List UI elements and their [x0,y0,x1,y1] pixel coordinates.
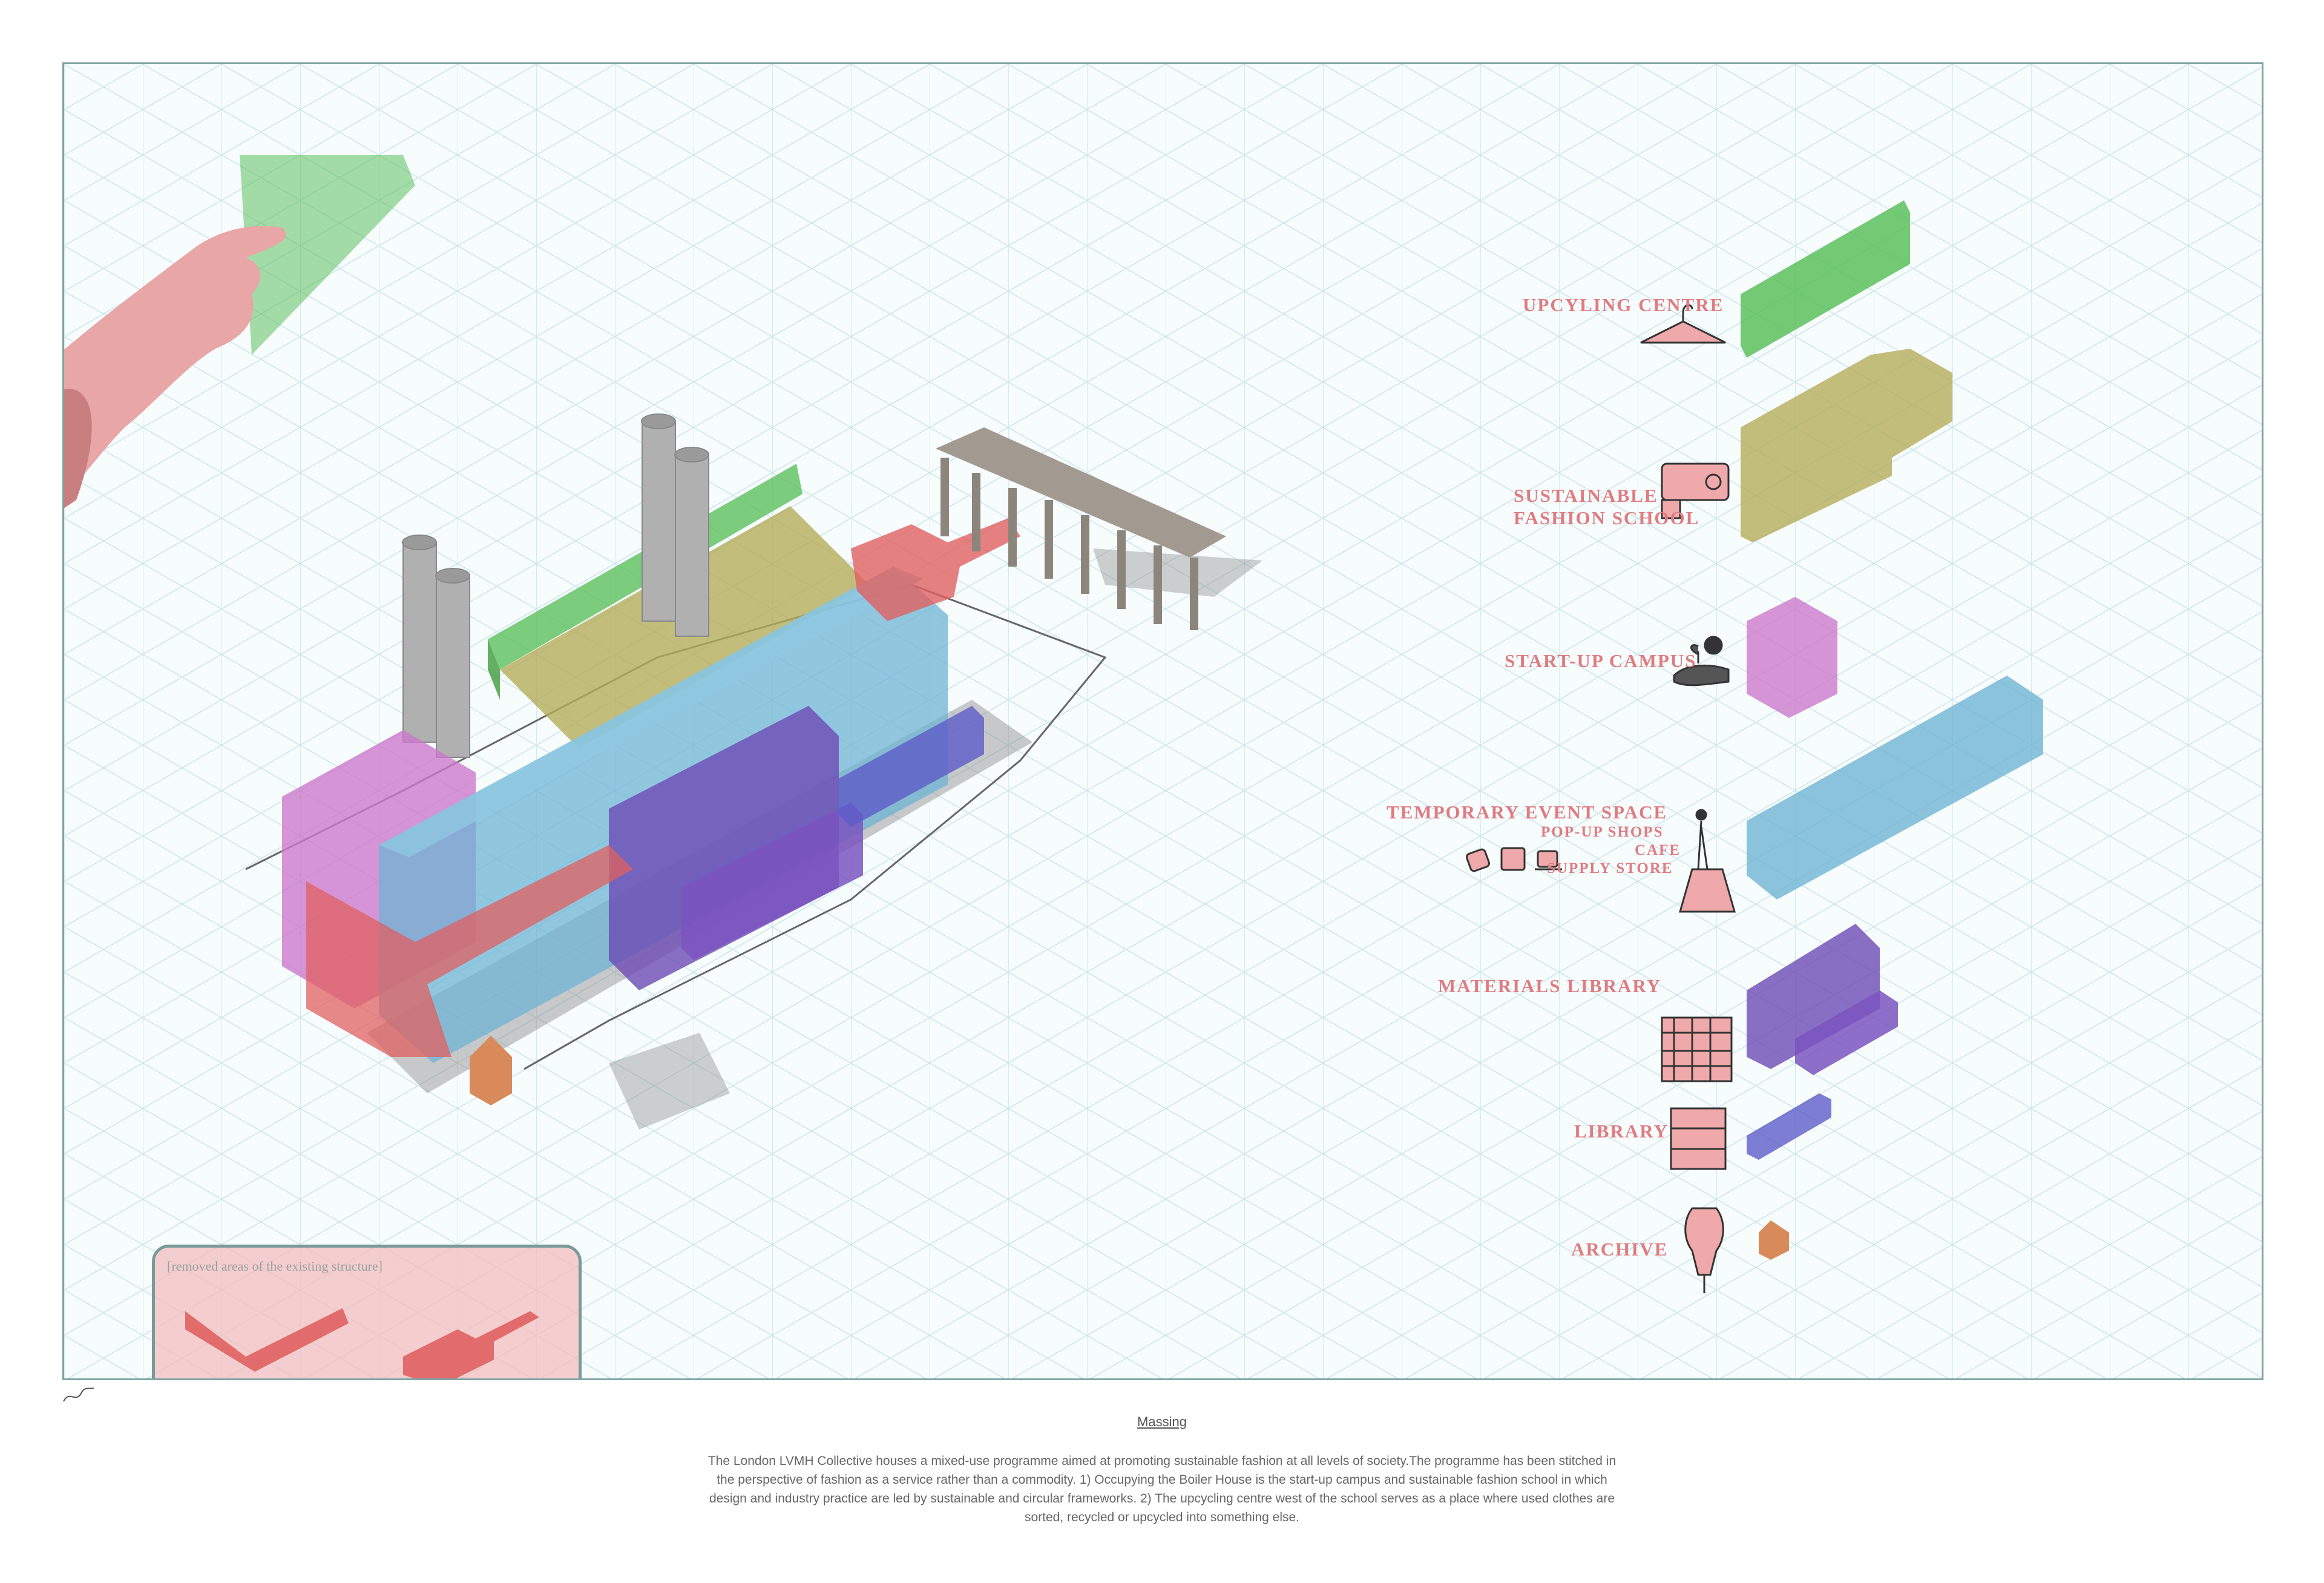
green-plane [240,155,415,355]
event-space-key-block [1747,676,2043,900]
fashion-school-label-line2: FASHION SCHOOL [1514,507,1700,528]
event-space-label: TEMPORARY EVENT SPACE [1387,801,1668,823]
shirt-icon [1500,847,1526,871]
materials-library-block [609,706,839,990]
archive-key-block [1759,1220,1789,1260]
removed-structure [306,845,633,1057]
archive-label: ARCHIVE [1571,1239,1669,1260]
massing-model [64,155,1262,1130]
start-up-key-block [1747,597,1837,718]
dress-form-icon [1684,1207,1724,1293]
removed-areas-legend: [removed areas of the existing structure… [152,1245,582,1378]
event-sub-label: CAFE [1635,842,1681,858]
shadow [1093,548,1262,597]
drawing-frame: UPCYLING CENTRE SUSTAINABLE FASHION SCHO… [62,62,2263,1380]
shadow [609,1033,730,1130]
removed-shape [403,1311,539,1378]
legend-caption: [removed areas of the existing structure… [167,1259,383,1274]
money-plant-hand-icon [1673,636,1730,686]
caption-body: The London LVMH Collective houses a mixe… [707,1454,1617,1524]
bookshelf-icon [1670,1107,1727,1170]
fabric-swatch-icon [1661,1016,1733,1082]
upcycling-key-block [1741,200,1910,358]
site-boundary [245,584,1107,1070]
library-block [839,706,984,827]
spool-icon [1466,848,1490,872]
library-key-block [1747,1093,1831,1160]
jetty-pillars [940,458,1198,630]
archive-block [470,1036,512,1105]
jetty [936,427,1226,558]
materials-library-key-block [1747,924,1880,1069]
caption-title: Massing [1137,1414,1187,1429]
library-label: LIBRARY [1574,1121,1669,1142]
upcycling-centre-label: UPCYLING CENTRE [1523,294,1724,315]
hand-illustration [64,155,415,508]
fashion-school-label-line1: SUSTAINABLE [1514,485,1658,506]
hanger-icon [1640,304,1726,344]
start-up-campus-label: START-UP CAMPUS [1505,650,1697,671]
signature-mark [63,1387,94,1402]
programme-key-blocks [1466,200,2043,1293]
materials-library-label: MATERIALS LIBRARY [1438,975,1662,996]
event-sub-label: SUPPLY STORE [1547,860,1673,877]
runway-model-icon [1679,809,1736,913]
chimney [402,413,709,758]
legend-shapes [185,1308,539,1378]
event-sub-label: POP-UP SHOPS [1541,824,1664,840]
removed-shape [185,1308,349,1372]
coffee-cup-icon [1535,850,1562,870]
fashion-school-key-block [1741,349,1952,542]
sewing-machine-icon [1661,462,1730,519]
